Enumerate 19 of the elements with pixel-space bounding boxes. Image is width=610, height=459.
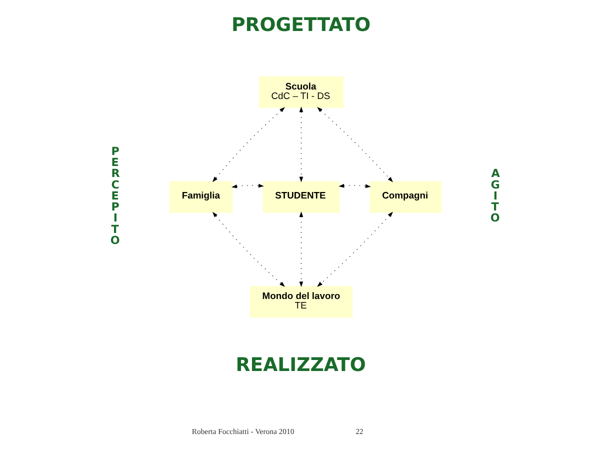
node-box: Compagni [369,181,442,213]
label: PERCEPITO [110,144,120,247]
label: 22 [355,426,363,436]
node-box: Scuola CdC – TI - DS [258,76,344,108]
label: PROGETTATO [230,15,370,36]
arrow [316,212,392,287]
node-box: Mondo del lavoro TE [249,286,352,318]
arrow [230,184,264,188]
label: AGITO [490,167,500,225]
label: REALIZZATO [235,354,366,376]
node-box: STUDENTE [262,181,340,213]
arrow [212,107,284,182]
arrow [298,211,303,288]
arrow [338,184,370,188]
arrow [298,106,303,182]
arrow [212,212,284,287]
node-box: Famiglia [168,181,232,213]
label: Roberta Focchiatti - Verona 2010 [191,426,294,436]
arrow [316,107,392,182]
